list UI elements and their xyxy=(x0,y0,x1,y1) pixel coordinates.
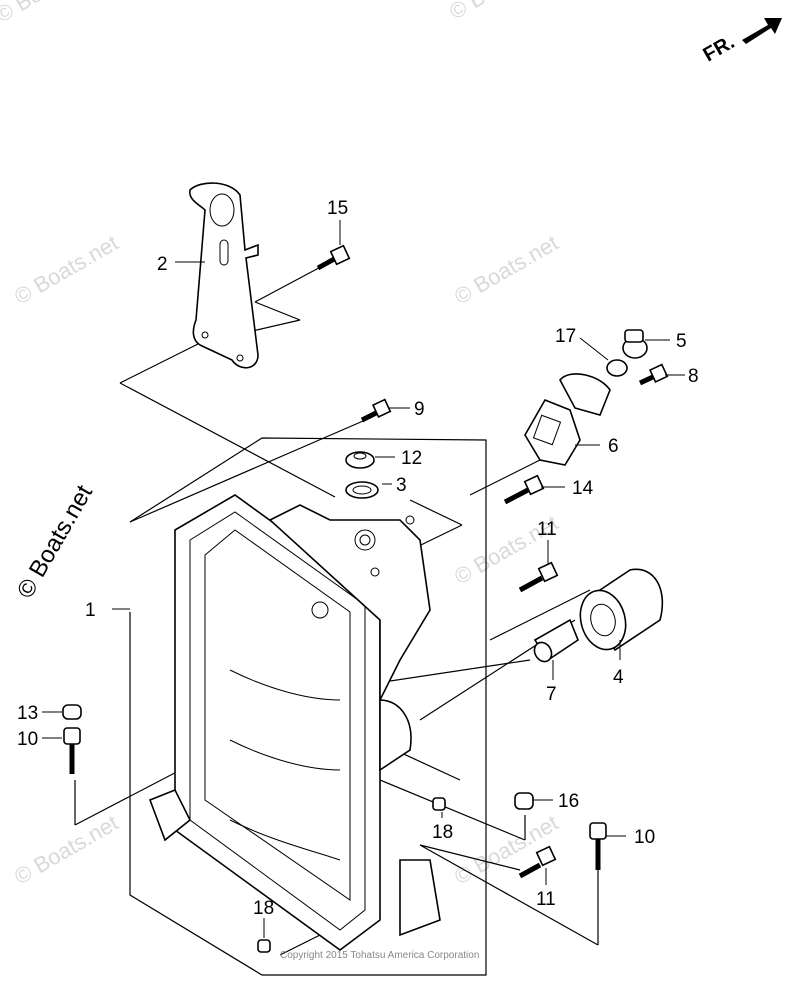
watermark: © Boats.net xyxy=(10,810,122,889)
callout-18-lower: 18 xyxy=(253,898,274,919)
watermark-dark: © Boats.net xyxy=(12,480,98,603)
part-13-cap xyxy=(62,704,82,720)
assembly-frame xyxy=(74,261,599,976)
callout-4: 4 xyxy=(613,667,624,688)
part-18-pin-upper xyxy=(432,797,446,811)
callout-10-left: 10 xyxy=(17,729,38,750)
watermark: © Boats.net xyxy=(450,230,562,309)
front-direction-arrow: FR. xyxy=(700,18,782,66)
part-18-pin-lower xyxy=(257,939,271,953)
callout-7: 7 xyxy=(546,684,557,705)
watermark: © Boats.net xyxy=(10,230,122,309)
part-10-bolt-right xyxy=(589,822,607,870)
part-8-bolt xyxy=(638,363,669,386)
callout-3: 3 xyxy=(396,475,407,496)
callout-9: 9 xyxy=(414,399,425,420)
part-10-bolt-left xyxy=(63,727,81,774)
callout-6: 6 xyxy=(608,436,619,457)
part-4-filter xyxy=(579,568,664,652)
part-15-bolt xyxy=(316,244,351,271)
watermark: © Boats.net xyxy=(0,0,104,27)
part-9-bolt xyxy=(360,398,392,423)
callout-5: 5 xyxy=(676,331,687,352)
part-2-plate xyxy=(189,182,259,369)
callout-8: 8 xyxy=(688,366,699,387)
callout-1: 1 xyxy=(85,600,96,621)
callout-18-upper: 18 xyxy=(432,822,453,843)
callout-11-upper: 11 xyxy=(537,519,557,540)
callout-12: 12 xyxy=(401,448,422,469)
callout-10-right: 10 xyxy=(634,827,655,848)
callout-11-lower: 11 xyxy=(536,889,556,910)
callout-16: 16 xyxy=(558,791,579,812)
callout-13: 13 xyxy=(17,703,38,724)
callout-2: 2 xyxy=(157,254,168,275)
copyright-notice: Copyright 2015 Tohatsu America Corporati… xyxy=(280,950,479,961)
part-17-ring xyxy=(606,359,628,377)
part-11-bolt-lower xyxy=(518,845,557,879)
callouts: 1 2 3 4 5 6 7 8 9 10 10 11 11 12 13 14 1… xyxy=(17,198,699,919)
part-5-plug xyxy=(622,329,648,359)
part-16-cap xyxy=(514,792,534,810)
part-12-cap xyxy=(345,451,375,469)
part-7-fitting xyxy=(533,618,579,663)
part-6-flange xyxy=(524,373,611,466)
callout-15: 15 xyxy=(327,198,348,219)
part-3-ring xyxy=(345,481,379,499)
callout-14: 14 xyxy=(572,478,594,499)
part-11-bolt-upper xyxy=(518,561,559,593)
callout-17: 17 xyxy=(555,326,576,347)
leader-lines xyxy=(42,220,685,938)
part-14-bolt xyxy=(503,474,545,505)
part-1-main-frame xyxy=(148,494,441,951)
watermark: © Boats.net xyxy=(445,0,557,24)
direction-label: FR. xyxy=(700,31,739,66)
arrow-icon xyxy=(742,18,782,44)
